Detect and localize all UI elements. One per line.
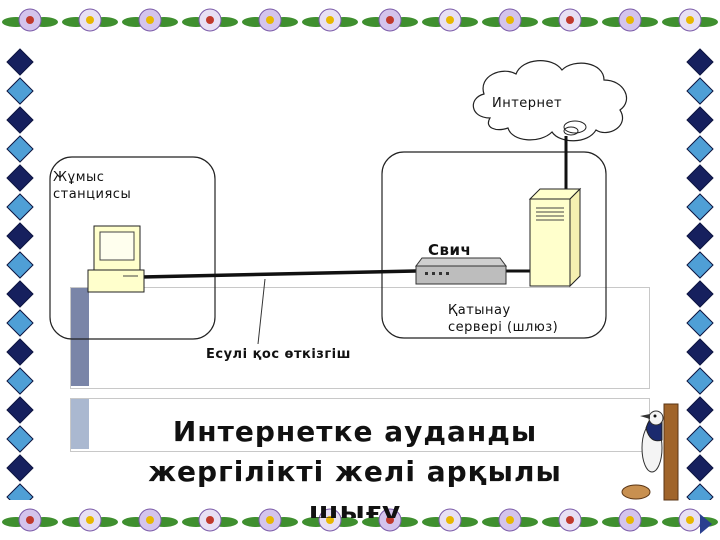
flower-center-icon [386, 16, 394, 24]
bottom-flower-border [0, 500, 720, 540]
diamond-icon [6, 222, 34, 250]
flower-center-icon [326, 16, 334, 24]
diamond-icon [686, 193, 714, 221]
next-arrow-icon[interactable] [700, 514, 712, 534]
workstation-enclosure [49, 156, 216, 340]
flower-center-icon [266, 16, 274, 24]
server-icon [528, 187, 582, 288]
flower-center-icon [206, 16, 214, 24]
diamond-icon [686, 454, 714, 482]
diamond-icon [6, 251, 34, 279]
diamond-icon [6, 280, 34, 308]
diamond-icon [6, 483, 34, 500]
flower-center-icon [506, 16, 514, 24]
diamond-icon [6, 77, 34, 105]
title-line-1: Интернетке ауданды [172, 415, 538, 448]
diamond-icon [6, 425, 34, 453]
diamond-icon [686, 164, 714, 192]
flower-border-icon [2, 508, 718, 532]
diamond-icon [6, 396, 34, 424]
upper-band-accent [71, 288, 89, 386]
flower-center-icon [566, 16, 574, 24]
diamond-icon [6, 454, 34, 482]
diamond-icon [6, 193, 34, 221]
flower-center-icon [446, 16, 454, 24]
diamond-icon [686, 367, 714, 395]
server-label-line2: сервері (шлюз) [448, 320, 559, 335]
flower-center-icon [446, 516, 454, 524]
flower-center-icon [266, 516, 274, 524]
lower-band-accent [71, 399, 89, 449]
diamond-icon [686, 106, 714, 134]
switch-label: Свич [428, 241, 472, 259]
title-line-2: жергілікті желі арқылы [148, 455, 562, 488]
diamond-icon [6, 164, 34, 192]
diamond-icon [6, 367, 34, 395]
flower-center-icon [626, 16, 634, 24]
diamond-icon [686, 280, 714, 308]
diamond-icon [686, 48, 714, 76]
flower-center-icon [686, 516, 694, 524]
diamond-icon [686, 338, 714, 366]
left-diamond-border [6, 48, 34, 500]
top-flower-border [0, 0, 720, 40]
diamond-icon [686, 251, 714, 279]
cable-callout-line [257, 278, 266, 345]
diamond-icon [6, 106, 34, 134]
flower-center-icon [86, 516, 94, 524]
switch-icon [415, 257, 507, 285]
flower-center-icon [26, 16, 34, 24]
flower-center-icon [206, 516, 214, 524]
cloud-icon [472, 60, 627, 142]
diamond-icon [686, 483, 714, 500]
workstation-label-line2: станциясы [53, 187, 132, 202]
diamond-icon [686, 222, 714, 250]
twisted-pair-cable [141, 269, 417, 279]
slide-title: Интернетке ауданды жергілікті желі арқыл… [120, 412, 590, 518]
server-enclosure [381, 151, 607, 339]
server-label-line1: Қатынау [448, 303, 511, 318]
diamond-icon [6, 135, 34, 163]
flower-center-icon [86, 16, 94, 24]
diamond-icon [686, 135, 714, 163]
flower-border-icon [2, 8, 718, 32]
diamond-icon [686, 309, 714, 337]
right-diamond-border [686, 48, 714, 500]
title-line-3: шығу [308, 495, 402, 518]
upper-content-band [70, 287, 650, 389]
flower-center-icon [326, 516, 334, 524]
flower-center-icon [146, 516, 154, 524]
diamond-icon [6, 48, 34, 76]
workstation-label-line1: Жұмыс [53, 170, 105, 185]
flower-center-icon [26, 516, 34, 524]
diamond-icon [6, 309, 34, 337]
cable-label: Есулі қос өткізгіш [206, 347, 351, 362]
woodpecker-icon [621, 403, 679, 501]
diamond-icon [686, 396, 714, 424]
internet-label: Интернет [492, 96, 563, 111]
flower-center-icon [506, 516, 514, 524]
diamond-icon [6, 338, 34, 366]
diamond-icon [686, 425, 714, 453]
flower-center-icon [386, 516, 394, 524]
flower-center-icon [566, 516, 574, 524]
diamond-icon [686, 77, 714, 105]
flower-center-icon [146, 16, 154, 24]
flower-center-icon [626, 516, 634, 524]
computer-icon [87, 225, 145, 293]
flower-center-icon [686, 16, 694, 24]
